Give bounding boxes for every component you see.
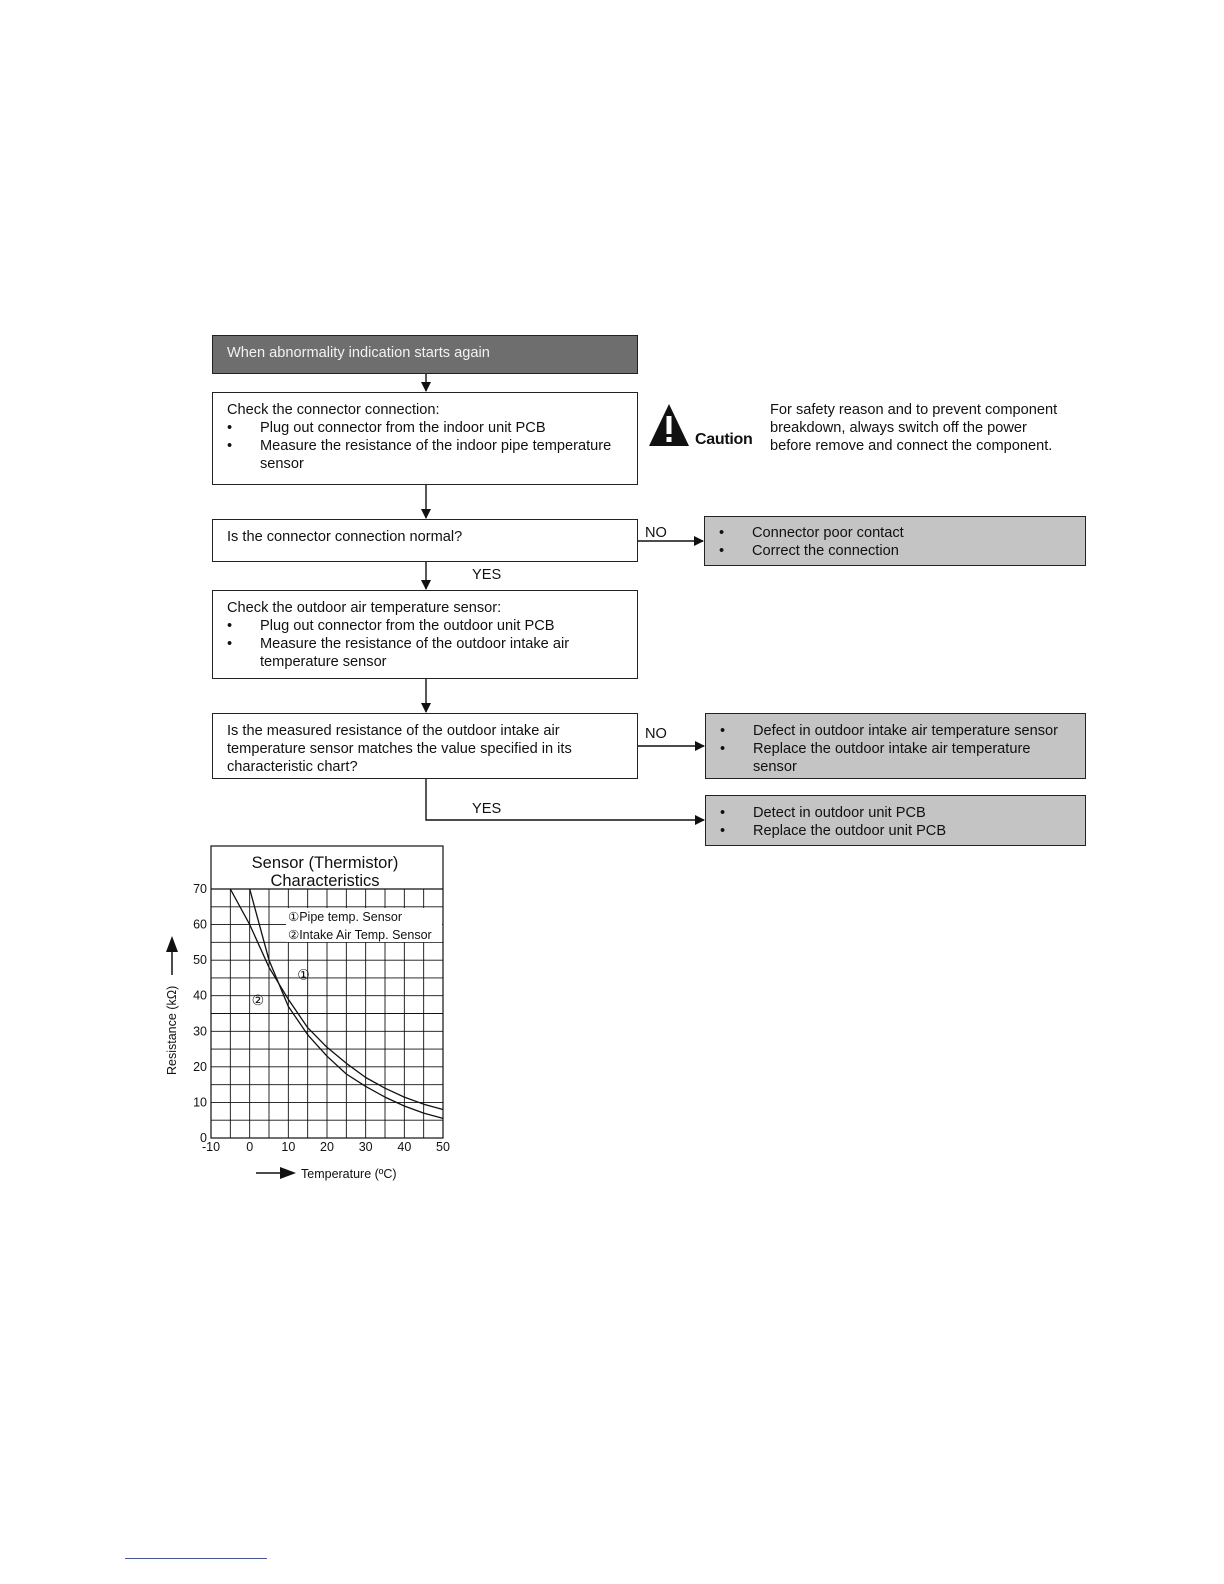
- question1-no-label: NO: [645, 525, 667, 541]
- flow-start-box: When abnormality indication starts again: [212, 335, 638, 374]
- result3-item: Detect in outdoor unit PCB: [706, 804, 1085, 822]
- flow-step1-box: Check the connector connection: Plug out…: [212, 392, 638, 485]
- result3-item: Replace the outdoor unit PCB: [706, 822, 1085, 840]
- question2-no-label: NO: [645, 726, 667, 742]
- caution-text: For safety reason and to prevent compone…: [770, 402, 1058, 454]
- caution-label: Caution: [695, 431, 753, 448]
- flow-result2-box: Defect in outdoor intake air temperature…: [705, 713, 1086, 779]
- step2-title: Check the outdoor air temperature sensor…: [227, 600, 502, 616]
- result2-item: Replace the outdoor intake air temperatu…: [706, 740, 1077, 776]
- result2-item: Defect in outdoor intake air temperature…: [706, 722, 1077, 740]
- flow-question2-box: Is the measured resistance of the outdoo…: [212, 713, 638, 779]
- result1-item: Correct the connection: [705, 542, 1085, 560]
- question1-yes-label: YES: [472, 567, 502, 583]
- question1-text: Is the connector connection normal?: [227, 529, 463, 545]
- flow-result3-box: Detect in outdoor unit PCB Replace the o…: [705, 795, 1086, 846]
- arrow-question2-yes: [425, 779, 705, 825]
- flow-result1-box: Connector poor contact Correct the conne…: [704, 516, 1086, 566]
- flow-step2-box: Check the outdoor air temperature sensor…: [212, 590, 638, 679]
- footer-rule: [125, 1558, 267, 1559]
- step1-bullet: Plug out connector from the indoor unit …: [213, 419, 625, 437]
- question2-text: Is the measured resistance of the outdoo…: [227, 723, 572, 775]
- question2-yes-label: YES: [472, 801, 502, 817]
- flow-start-text: When abnormality indication starts again: [227, 345, 490, 361]
- result1-item: Connector poor contact: [705, 524, 1085, 542]
- step2-bullet: Plug out connector from the outdoor unit…: [213, 617, 597, 635]
- warning-triangle-icon: [649, 404, 689, 446]
- step1-bullet: Measure the resistance of the indoor pip…: [213, 437, 625, 473]
- step2-bullet: Measure the resistance of the outdoor in…: [213, 635, 597, 671]
- flow-question1-box: Is the connector connection normal?: [212, 519, 638, 562]
- step1-title: Check the connector connection:: [227, 402, 440, 418]
